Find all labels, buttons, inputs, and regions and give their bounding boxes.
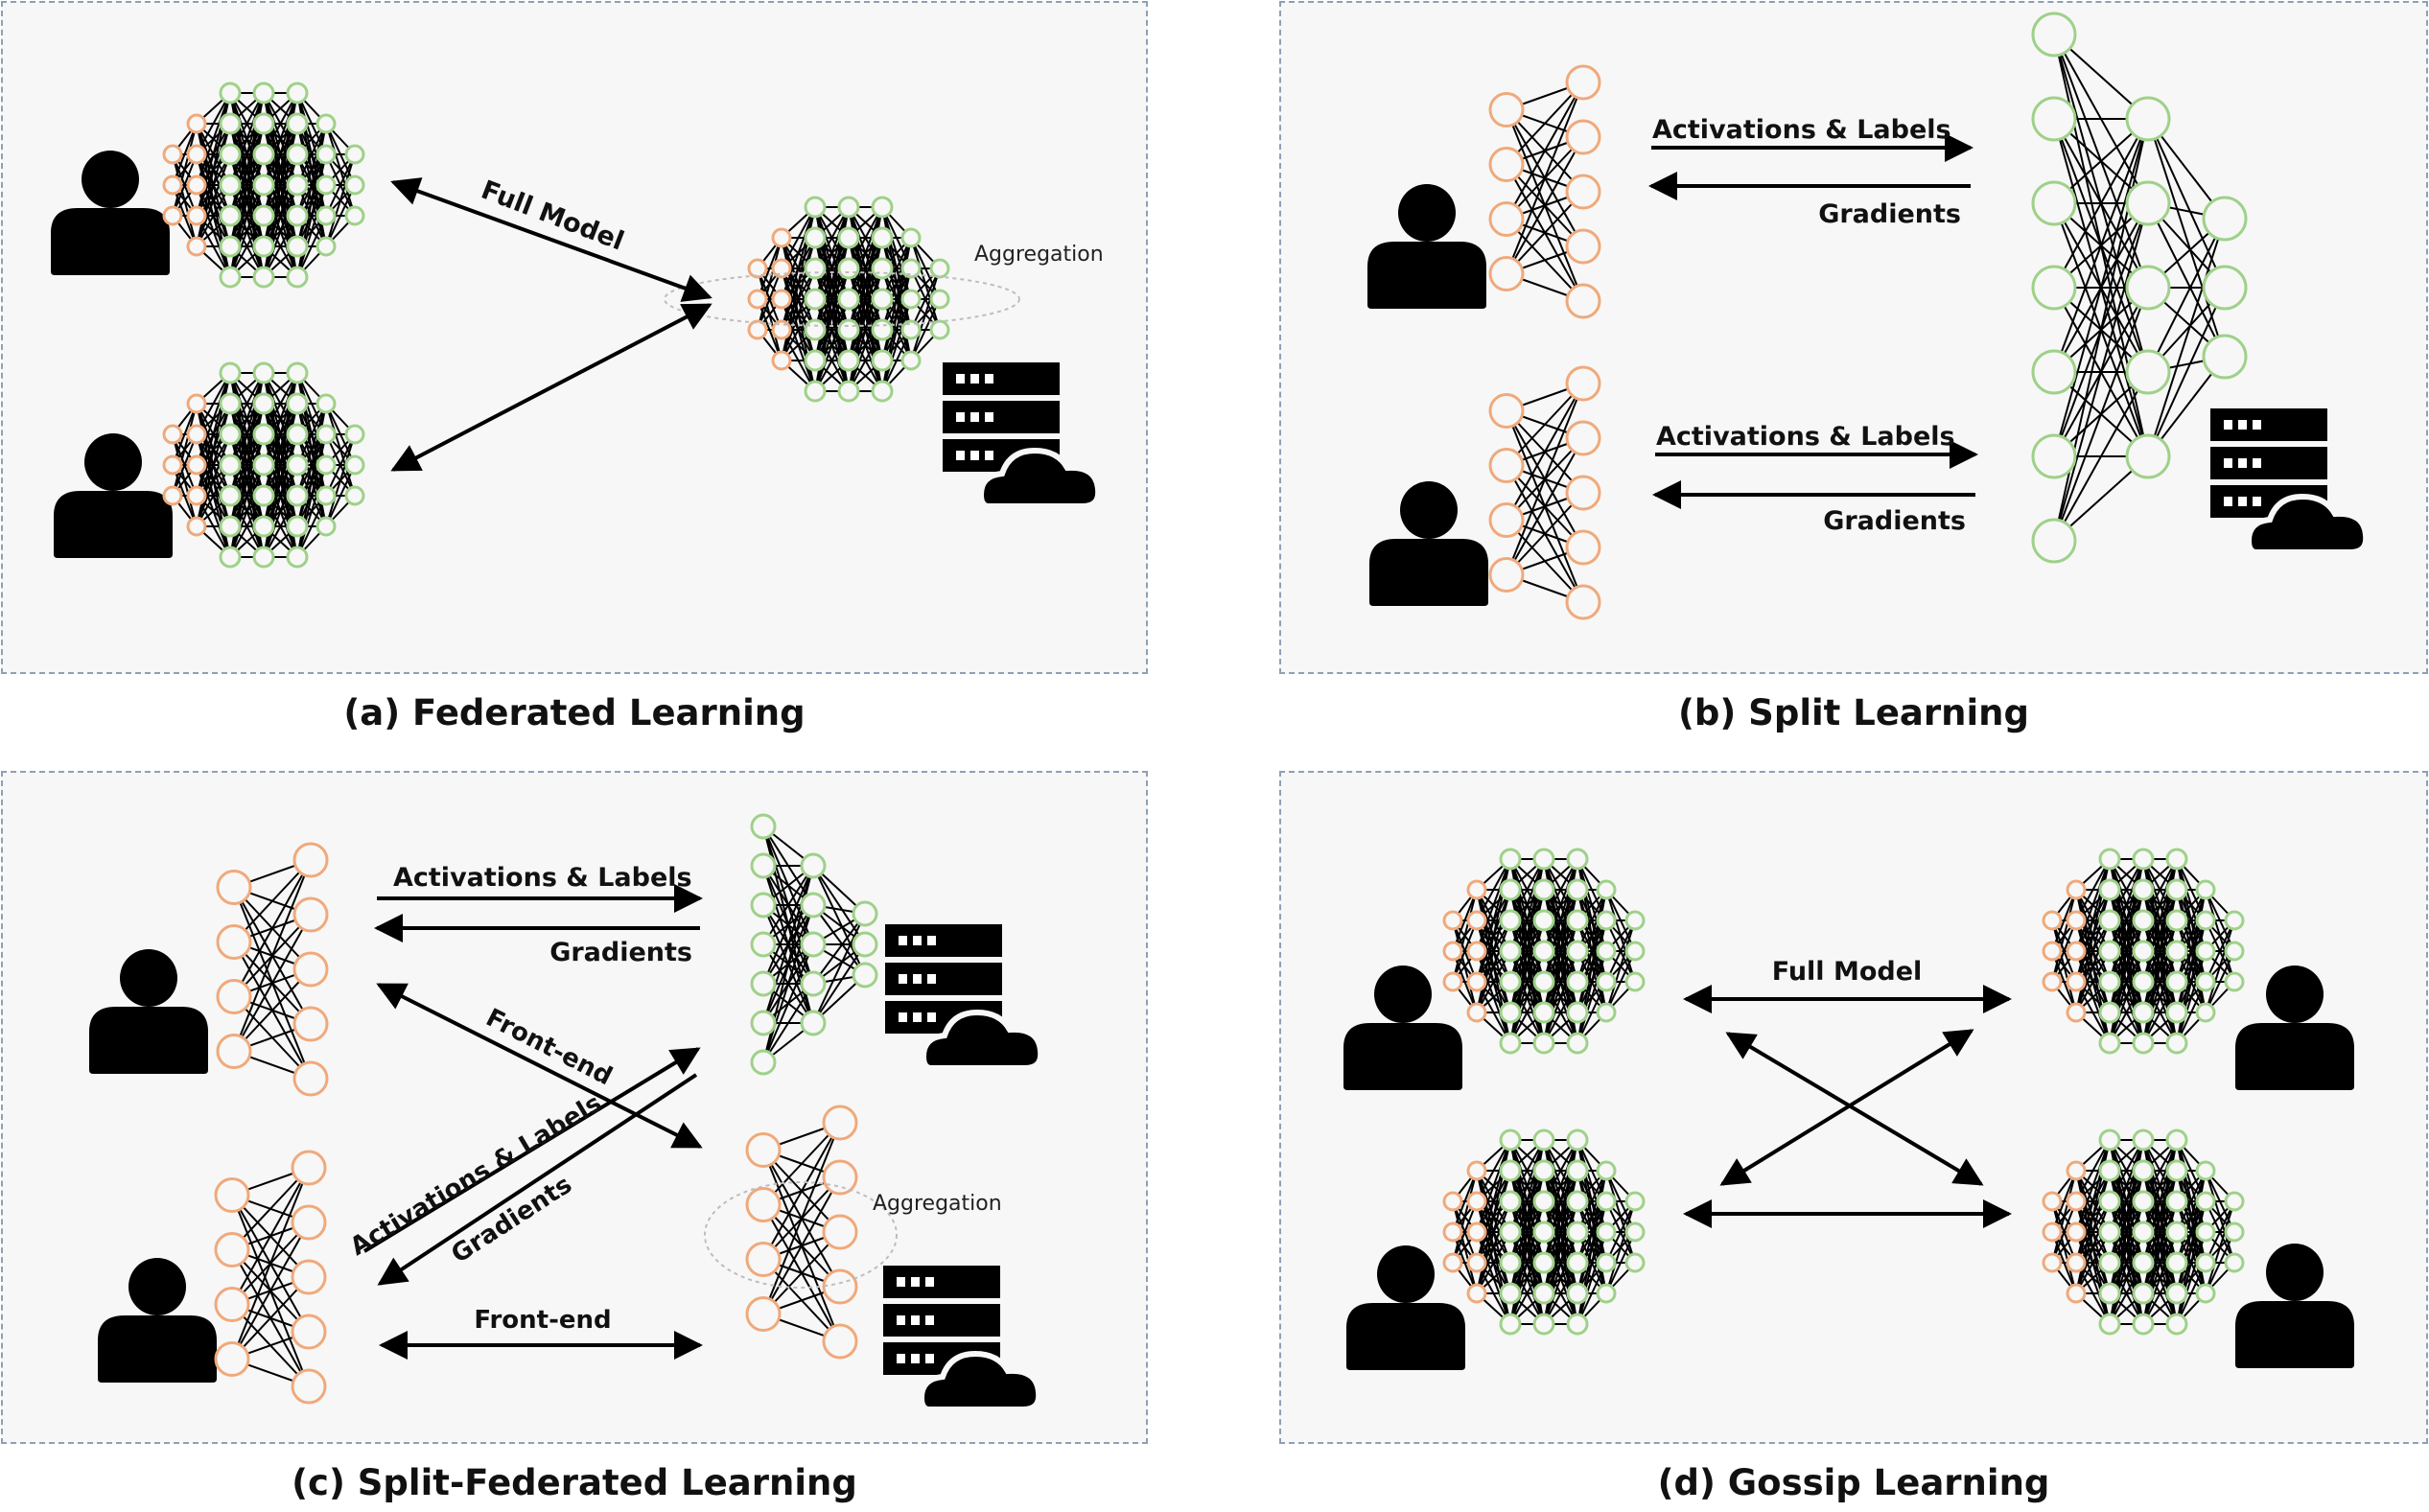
- user-icon-a1: [51, 151, 170, 275]
- client-model-d4: [2042, 1128, 2245, 1336]
- client-model-a1: [162, 81, 365, 289]
- client-model-a2: [162, 361, 365, 569]
- aggregation-ellipse-a: [664, 271, 1020, 327]
- full-model-label-a: Full Model: [477, 175, 627, 257]
- server-icon: [943, 362, 1102, 509]
- user-icon-a2: [54, 433, 173, 558]
- front-end-b1: [1488, 64, 1601, 319]
- front-end-aggregation-c: [745, 1105, 858, 1360]
- caption-federated-learning: (a) Federated Learning: [343, 692, 806, 733]
- full-model-arrow-bottom: [390, 303, 712, 472]
- aggregation-label-c: Aggregation: [873, 1192, 1002, 1216]
- gradients-label-b1: Gradients: [1818, 199, 1961, 229]
- gradients-arrow-c2: [377, 1073, 698, 1286]
- aggregation-ellipse-c: [704, 1181, 898, 1289]
- caption-gossip-learning: (d) Gossip Learning: [1657, 1462, 2050, 1503]
- client-model-d1: [1442, 848, 1646, 1055]
- activations-label-b1: Activations & Labels: [1652, 115, 1951, 145]
- user-icon-c2: [98, 1258, 217, 1383]
- cloud-icon: [920, 1009, 1044, 1071]
- cloud-icon: [977, 447, 1102, 509]
- user-icon-d3: [2235, 965, 2354, 1090]
- caption-split-federated-learning: (c) Split-Federated Learning: [292, 1462, 857, 1503]
- user-icon-d4: [2235, 1244, 2354, 1368]
- activations-label-c1: Activations & Labels: [393, 863, 692, 893]
- client-model-d3: [2042, 848, 2245, 1055]
- user-icon-b1: [1367, 184, 1486, 309]
- client-model-d2: [1442, 1128, 1646, 1336]
- front-end-label-horizontal: Front-end: [474, 1306, 611, 1335]
- aggregation-label-a: Aggregation: [974, 243, 1104, 267]
- cloud-icon: [2245, 493, 2370, 555]
- front-end-arrow-diagonal: [376, 983, 703, 1149]
- activations-arrow-c2: [362, 1047, 701, 1253]
- front-end-c1: [216, 842, 329, 1097]
- full-model-arrow-d-cross2: [1719, 1029, 1974, 1186]
- gradients-label-c1: Gradients: [549, 938, 692, 967]
- global-model-a: [747, 196, 950, 403]
- full-model-label-d: Full Model: [1772, 957, 1923, 987]
- server-model-c: [750, 813, 878, 1076]
- front-end-c2: [214, 1150, 327, 1405]
- server-icon: [885, 924, 1044, 1071]
- cloud-icon: [918, 1350, 1042, 1412]
- full-model-arrow-d-cross1: [1725, 1032, 1984, 1186]
- front-end-b2: [1488, 365, 1601, 620]
- server-model-b: [2031, 12, 2248, 564]
- user-icon-b2: [1369, 481, 1488, 606]
- gradients-label-b2: Gradients: [1823, 506, 1966, 536]
- caption-split-learning: (b) Split Learning: [1678, 692, 2029, 733]
- user-icon-c1: [89, 949, 208, 1074]
- server-icon: [2210, 408, 2370, 555]
- activations-label-b2: Activations & Labels: [1656, 422, 1955, 452]
- full-model-arrow-top: [390, 177, 712, 302]
- server-icon: [883, 1266, 1042, 1412]
- user-icon-d2: [1346, 1245, 1465, 1370]
- user-icon-d1: [1343, 965, 1462, 1090]
